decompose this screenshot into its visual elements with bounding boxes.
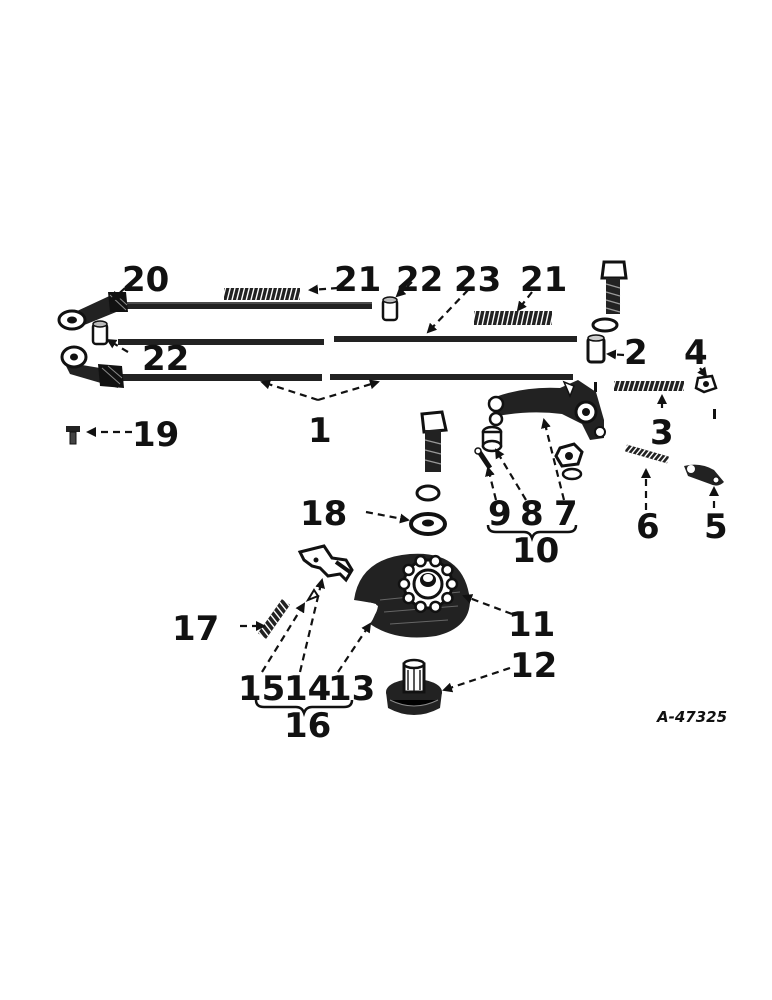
bushing-upper	[381, 296, 399, 322]
rod-end-eye-upper	[57, 292, 128, 331]
sprocket-tooth	[402, 591, 415, 605]
rod-lower-right	[330, 374, 573, 380]
callout-15: 15	[238, 669, 285, 709]
nut-lever	[554, 442, 584, 468]
pawl	[297, 544, 354, 583]
bushing-2	[586, 334, 606, 364]
callout-22-upper: 22	[396, 260, 443, 300]
rod-upper-left	[110, 302, 372, 309]
rod-end-eye-lower	[60, 345, 124, 388]
rod-middle-left	[118, 339, 324, 345]
sprocket-tooth	[441, 563, 454, 577]
pin-9	[474, 447, 493, 470]
brace-16	[254, 699, 354, 717]
callout-4: 4	[684, 333, 708, 373]
bolt-large	[591, 260, 628, 333]
callout-10: 10	[512, 531, 559, 571]
callout-9: 9	[488, 494, 512, 534]
pin-small	[713, 409, 716, 419]
rod-lower-left	[112, 374, 322, 381]
pin-15	[305, 588, 320, 603]
callout-13: 13	[328, 669, 375, 709]
lever-arm	[487, 380, 606, 440]
callout-12: 12	[510, 646, 557, 686]
callout-11: 11	[508, 605, 555, 645]
spring-right	[471, 310, 555, 326]
washer-lever	[561, 467, 583, 481]
callout-20: 20	[122, 260, 169, 300]
sprocket-tooth	[397, 577, 411, 591]
bolt-small	[66, 426, 80, 445]
callout-2: 2	[624, 333, 648, 373]
sprocket-tooth	[441, 591, 454, 605]
sprocket-tooth	[429, 554, 442, 568]
bolt-center	[420, 410, 448, 472]
washer-large	[409, 512, 447, 536]
leader-lines	[86, 281, 719, 693]
callout-3: 3	[650, 413, 674, 453]
reference-number: A-47325	[656, 708, 727, 726]
callout-19: 19	[132, 415, 179, 455]
callout-16: 16	[284, 706, 331, 746]
pin-small	[594, 382, 597, 392]
sprocket-tooth	[402, 563, 415, 577]
sprocket-tooth	[429, 600, 442, 614]
hub	[386, 658, 442, 715]
callout-23: 23	[454, 260, 501, 300]
washer-small	[415, 484, 441, 502]
brace-10	[486, 524, 578, 542]
callout-21-upper: 21	[334, 260, 381, 300]
callout-14: 14	[284, 669, 331, 709]
callout-1: 1	[308, 411, 332, 451]
roller-8	[481, 425, 503, 453]
callout-8: 8	[520, 494, 544, 534]
callout-17: 17	[172, 609, 219, 649]
link-5	[684, 464, 724, 486]
rod-middle-right	[334, 336, 577, 342]
spring-pawl	[257, 597, 291, 641]
callout-18: 18	[300, 494, 347, 534]
spring-diagonal	[623, 444, 671, 464]
callout-7: 7	[554, 494, 578, 534]
sprocket-tooth	[445, 577, 459, 591]
spring-upper	[221, 287, 303, 301]
callout-6: 6	[636, 507, 660, 547]
callout-5: 5	[704, 507, 728, 547]
sprocket	[397, 554, 459, 614]
sprocket-tooth	[414, 554, 427, 568]
nut-small	[694, 374, 718, 394]
spring-small	[611, 380, 687, 392]
callout-22-lower: 22	[142, 339, 189, 379]
sprocket-tooth	[414, 600, 427, 614]
bushing-lower	[91, 320, 109, 346]
callout-21-right: 21	[520, 260, 567, 300]
